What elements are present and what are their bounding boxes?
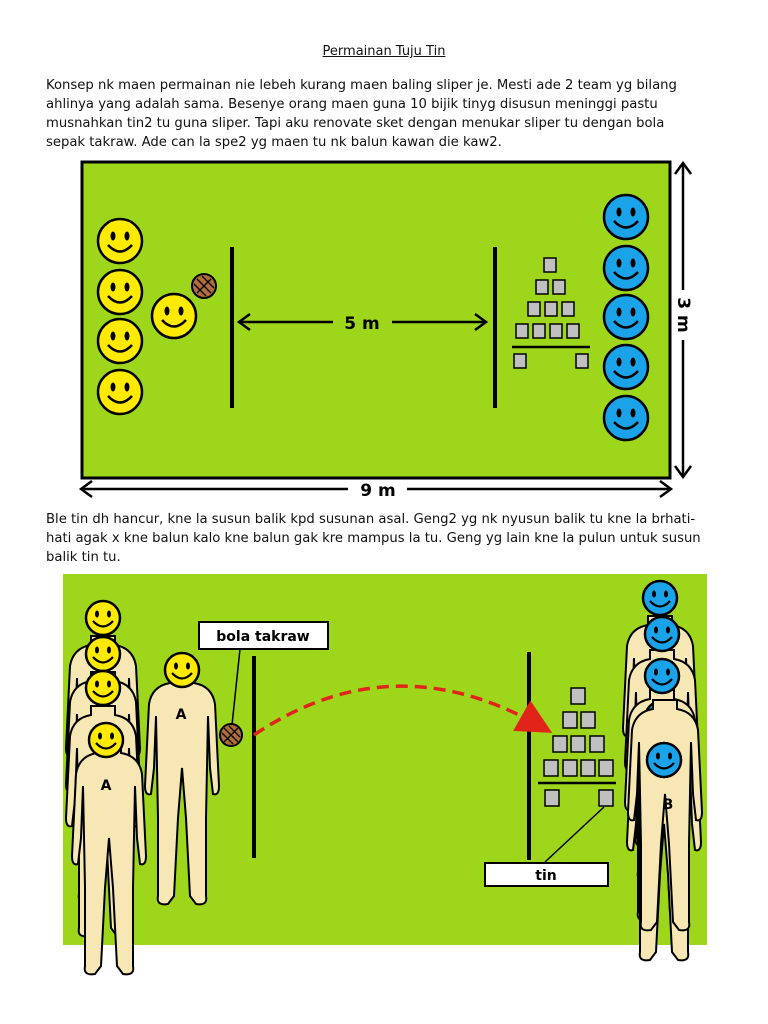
- ball-callout-box: [198, 621, 329, 650]
- thrower-label: A: [176, 707, 187, 723]
- player-a-face: [96, 368, 144, 416]
- intro-paragraph: Konsep nk maen permainan nie lebeh kuran…: [46, 78, 677, 150]
- takraw-ball-icon: [219, 723, 243, 747]
- page-title: Permainan Tuju Tin: [322, 44, 446, 59]
- court-plan-diagram: 5 m 3 m 9 m: [78, 160, 693, 501]
- player-b-face: [602, 343, 650, 391]
- player-b-face: [602, 193, 650, 241]
- player-b-face: [602, 244, 650, 292]
- gameplay-diagram: A A bola takraw tin B: [63, 574, 707, 976]
- ball-callout-label: bola takraw: [216, 629, 310, 645]
- height-label: 3 m: [673, 297, 693, 332]
- can-pyramid: [538, 687, 616, 807]
- distance-label: 5 m: [344, 314, 379, 334]
- player-b-face: [602, 293, 650, 341]
- player-a-face: [96, 268, 144, 316]
- player-a-label: A: [101, 778, 112, 794]
- player-a-face: [96, 217, 144, 265]
- ball-trajectory: [253, 684, 553, 737]
- player-a-thrower-face: [150, 292, 198, 340]
- takraw-ball-icon: [191, 273, 217, 299]
- player-b-face: [602, 394, 650, 442]
- can-pyramid: [512, 257, 590, 369]
- rules-paragraph: Ble tin dh hancur, kne la susun balik kp…: [46, 512, 701, 565]
- height-arrow: [673, 160, 693, 480]
- can-callout-box: [484, 862, 609, 887]
- width-arrow: [78, 479, 674, 499]
- player-b-label: B: [663, 797, 674, 813]
- width-label: 9 m: [360, 481, 395, 501]
- distance-arrow: [236, 312, 489, 332]
- player-a-face: [96, 317, 144, 365]
- can-callout-label: tin: [535, 868, 556, 884]
